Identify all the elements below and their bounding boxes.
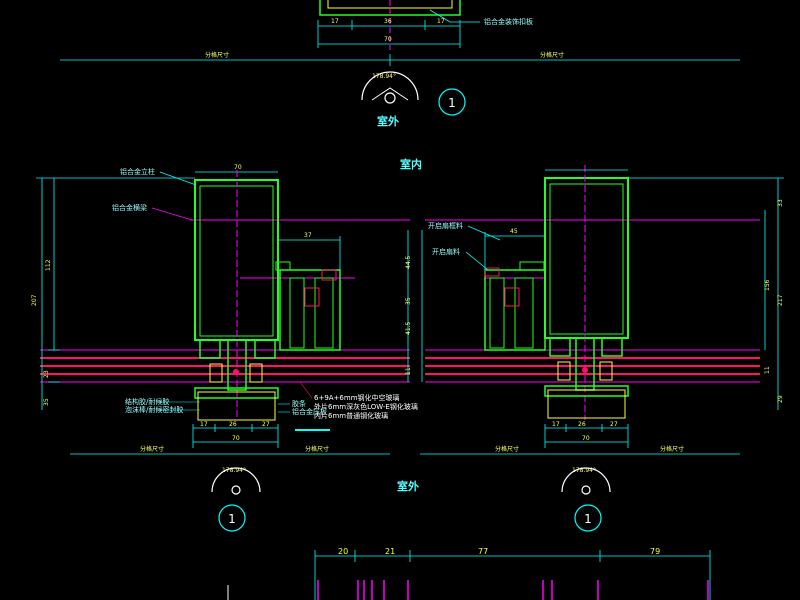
left-angle: 178.94° [222, 467, 246, 474]
right-section-circle [574, 504, 602, 532]
right-label-sash: 开启扇料 [432, 247, 460, 256]
glass-spec-3: 内片6mm普通钢化玻璃 [314, 411, 388, 420]
top-dim-1: 17 [331, 18, 339, 25]
right-bdim-1: 17 [552, 421, 560, 428]
right-bdim-2: 26 [578, 421, 586, 428]
left-vdim-1: 44.5 [405, 255, 412, 269]
right-height-total: 217 [777, 294, 784, 306]
left-vdim-2: 35 [405, 297, 412, 305]
left-label-mullion: 铝合金立柱 [120, 167, 155, 176]
top-label: 铝合金装饰扣板 [484, 17, 533, 26]
top-section-no: 1 [448, 96, 456, 110]
top-section-circle [438, 88, 466, 116]
right-label-frame: 开启扇框料 [428, 221, 463, 230]
right-vdim-1: 33 [777, 199, 784, 207]
right-spacing-a: 分格尺寸 [495, 445, 519, 453]
left-anno-1: 结构胶/耐候胶 [125, 397, 169, 406]
left-mid-dim-2: 35 [43, 398, 50, 406]
top-dim-3: 17 [437, 18, 445, 25]
top-total-dim: 70 [384, 36, 392, 43]
right-mullion: 开启扇框料 开启扇料 45 217 156 33 11 29 17 [420, 165, 784, 532]
left-vdim-3: 41.5 [405, 321, 412, 335]
bottom-dim-1: 20 [338, 547, 348, 556]
right-spacing-b: 分格尺寸 [660, 445, 684, 453]
right-angle: 178.94° [572, 467, 596, 474]
right-height-upper: 156 [764, 279, 771, 291]
right-bottom-total: 70 [582, 435, 590, 442]
left-angle-arc [211, 467, 261, 493]
left-bdim-3: 27 [262, 421, 270, 428]
left-bdim-1: 17 [200, 421, 208, 428]
glass-spec-2: 外片6mm深灰色LOW-E钢化玻璃 [314, 402, 418, 411]
left-height-total: 207 [31, 294, 38, 306]
bottom-dim-3: 77 [478, 547, 488, 556]
left-bdim-2: 26 [229, 421, 237, 428]
right-bdim-3: 27 [610, 421, 618, 428]
left-mullion: 70 铝合金立柱 铝合金横梁 [31, 164, 418, 532]
glass-lines [40, 219, 760, 383]
left-vdim-4: 11 [405, 367, 412, 375]
left-right-dim: 37 [304, 232, 312, 239]
top-spacing-right: 分格尺寸 [540, 51, 564, 59]
left-height-upper: 112 [45, 259, 52, 271]
top-angle: 178.94° [372, 73, 396, 80]
right-section-no: 1 [584, 512, 592, 526]
left-bottom-total: 70 [232, 435, 240, 442]
top-outdoor-label: 室外 [377, 114, 399, 128]
left-anno-3: 胶条 [292, 399, 306, 408]
glass-spec-1: 6+9A+6mm钢化中空玻璃 [314, 393, 400, 402]
indoor-label: 室内 [400, 157, 422, 171]
top-spacing-left: 分格尺寸 [205, 51, 229, 59]
left-spacing-b: 分格尺寸 [305, 445, 329, 453]
left-section-no: 1 [228, 512, 236, 526]
top-dim-2: 36 [384, 18, 392, 25]
left-spacing-a: 分格尺寸 [140, 445, 164, 453]
bottom-dim-4: 79 [650, 547, 660, 556]
left-top-dim: 70 [234, 164, 242, 171]
right-angle-arc [561, 467, 611, 493]
left-anno-4: 铝合金压板 [292, 407, 327, 416]
top-section: 铝合金装饰扣板 17 36 17 70 分格尺寸 分格尺寸 178.94° 1 … [60, 0, 740, 128]
left-section-circle [218, 504, 246, 532]
main-section: 室内 70 铝合金立柱 [31, 157, 784, 532]
right-top-dim: 45 [510, 228, 518, 235]
top-angle-arc [361, 71, 419, 101]
left-anno-2: 泡沫棒/耐候密封胶 [125, 405, 183, 414]
right-vdim-2: 11 [764, 366, 771, 374]
outdoor-label: 室外 [397, 479, 419, 493]
left-mid-dim-1: 23 [43, 370, 50, 378]
bottom-dim-2: 21 [385, 547, 395, 556]
bottom-section: 20 21 77 79 [227, 547, 711, 600]
left-label-transom: 铝合金横梁 [112, 203, 147, 212]
right-vdim-3: 29 [777, 395, 784, 403]
